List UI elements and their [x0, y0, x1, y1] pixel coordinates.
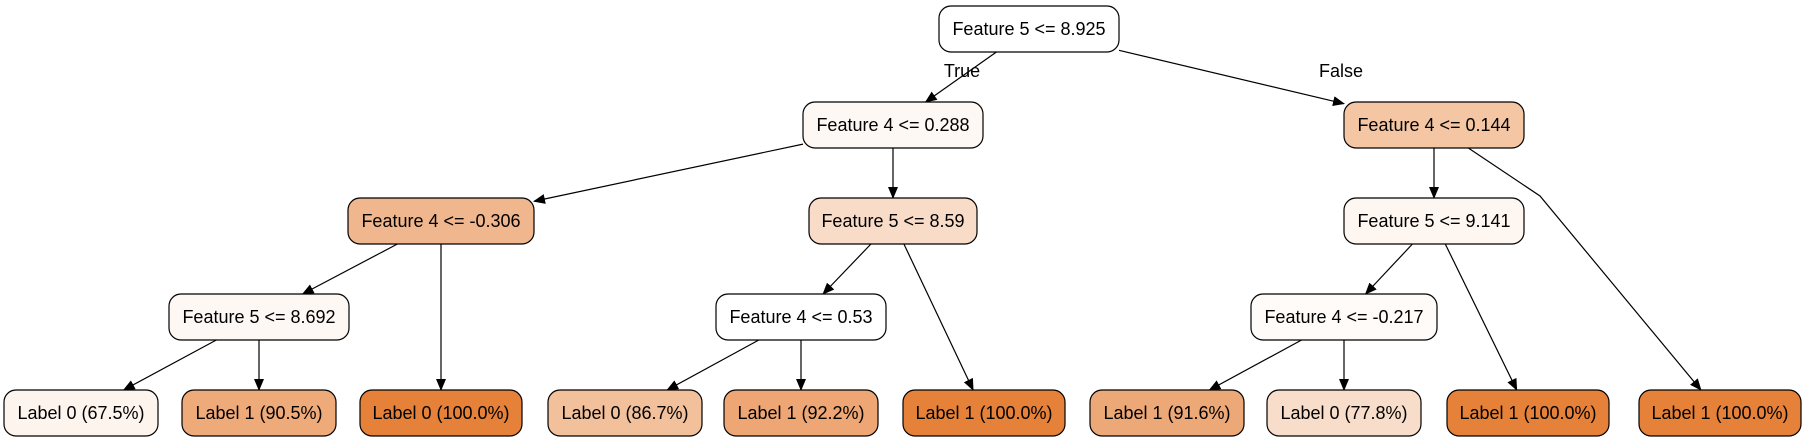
node-label: Label 0 (100.0%) — [372, 403, 509, 423]
node-box — [723, 389, 879, 437]
node-box — [359, 389, 523, 437]
node-label: Feature 4 <= -0.306 — [361, 211, 520, 231]
leaf-node: Label 1 (100.0%) — [902, 389, 1066, 437]
node-box — [181, 389, 337, 437]
node-box — [715, 293, 887, 341]
node-box — [1446, 389, 1610, 437]
edge-arrow — [122, 339, 217, 391]
decision-node: Feature 5 <= 8.692 — [168, 293, 350, 341]
node-label: Feature 4 <= 0.288 — [816, 115, 969, 135]
decision-node: Feature 5 <= 8.925 — [938, 5, 1120, 53]
edge-arrow — [1118, 49, 1345, 106]
node-label: Label 0 (77.8%) — [1280, 403, 1407, 423]
node-box — [347, 197, 535, 245]
decision-node: Feature 4 <= 0.144 — [1343, 101, 1525, 149]
leaf-node: Label 1 (100.0%) — [1446, 389, 1610, 437]
node-box — [168, 293, 350, 341]
node-box — [938, 5, 1120, 53]
decision-node: Feature 4 <= 0.288 — [802, 101, 984, 149]
leaf-node: Label 1 (90.5%) — [181, 389, 337, 437]
node-label: Label 0 (86.7%) — [561, 403, 688, 423]
edge-arrow — [1364, 243, 1413, 295]
edge-arrow — [924, 51, 997, 103]
leaf-node: Label 1 (100.0%) — [1638, 389, 1802, 437]
node-box — [1250, 293, 1438, 341]
edge-arrow — [903, 243, 974, 391]
node-label: Label 1 (100.0%) — [915, 403, 1052, 423]
node-box — [547, 389, 703, 437]
node-label: Feature 5 <= 8.692 — [182, 307, 335, 327]
node-box — [1266, 389, 1422, 437]
decision-node: Feature 5 <= 9.141 — [1343, 197, 1525, 245]
node-label: Feature 4 <= -0.217 — [1264, 307, 1423, 327]
node-label: Label 1 (90.5%) — [195, 403, 322, 423]
edge-arrow — [301, 243, 398, 295]
node-label: Label 1 (100.0%) — [1651, 403, 1788, 423]
node-box — [1638, 389, 1802, 437]
decision-node: Feature 4 <= -0.217 — [1250, 293, 1438, 341]
node-label: Feature 5 <= 8.59 — [821, 211, 964, 231]
node-box — [3, 389, 159, 437]
node-box — [1343, 101, 1525, 149]
decision-node: Feature 5 <= 8.59 — [808, 197, 978, 245]
leaf-node: Label 0 (67.5%) — [3, 389, 159, 437]
node-box — [1089, 389, 1245, 437]
node-label: Feature 5 <= 9.141 — [1357, 211, 1510, 231]
node-box — [808, 197, 978, 245]
node-box — [802, 101, 984, 149]
edge-arrow — [1444, 243, 1518, 391]
node-label: Label 1 (91.6%) — [1103, 403, 1230, 423]
leaf-node: Label 0 (77.8%) — [1266, 389, 1422, 437]
leaf-node: Label 0 (86.7%) — [547, 389, 703, 437]
decision-node: Feature 4 <= 0.53 — [715, 293, 887, 341]
edge-label-false: False — [1319, 61, 1363, 81]
edge-arrow — [666, 339, 760, 391]
node-label: Feature 4 <= 0.53 — [729, 307, 872, 327]
edge-label-true: True — [944, 61, 980, 81]
leaf-node: Label 0 (100.0%) — [359, 389, 523, 437]
node-label: Label 1 (92.2%) — [737, 403, 864, 423]
leaf-node: Label 1 (91.6%) — [1089, 389, 1245, 437]
edge-arrow — [1208, 339, 1302, 391]
node-label: Label 0 (67.5%) — [17, 403, 144, 423]
node-box — [902, 389, 1066, 437]
node-label: Feature 5 <= 8.925 — [952, 19, 1105, 39]
node-label: Feature 4 <= 0.144 — [1357, 115, 1510, 135]
node-box — [1343, 197, 1525, 245]
edge-arrow — [822, 243, 872, 295]
edge-arrow — [533, 143, 804, 204]
leaf-node: Label 1 (92.2%) — [723, 389, 879, 437]
decision-node: Feature 4 <= -0.306 — [347, 197, 535, 245]
edge-arrow — [1468, 147, 1702, 391]
node-label: Label 1 (100.0%) — [1459, 403, 1596, 423]
